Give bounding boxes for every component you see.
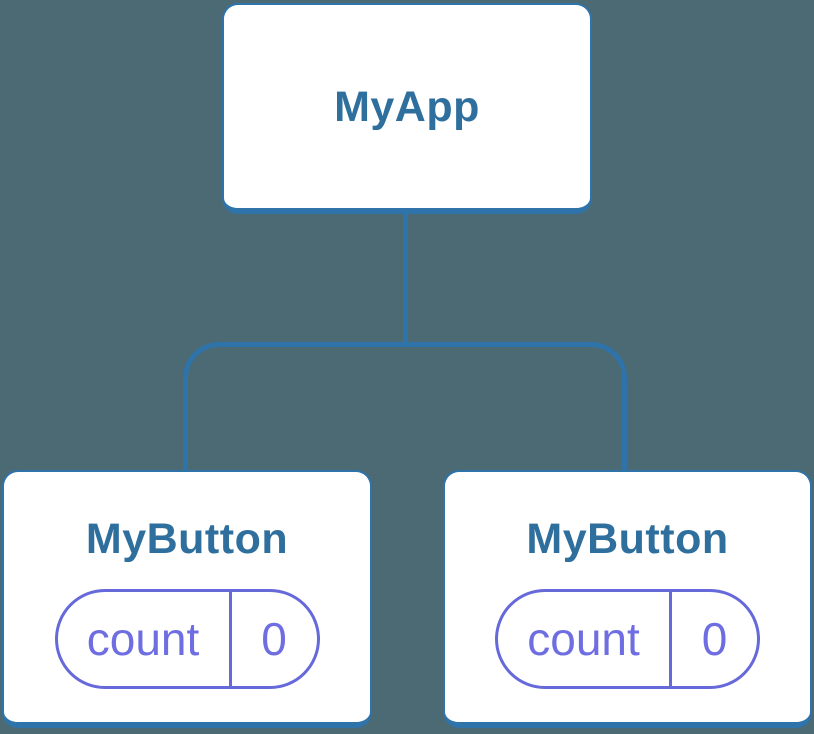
connector-bracket <box>183 342 627 470</box>
state-value: 0 <box>228 592 317 686</box>
node-label: MyButton <box>526 515 729 563</box>
state-key-label: count <box>527 613 640 665</box>
tree-node-mybutton-right: MyButton count 0 <box>443 470 812 728</box>
tree-node-myapp: MyApp <box>222 3 592 214</box>
node-label: MyApp <box>334 82 480 131</box>
state-pill: count 0 <box>495 589 760 689</box>
state-value: 0 <box>669 592 757 686</box>
connector-stem <box>403 211 408 343</box>
state-key-label: count <box>86 613 200 665</box>
node-label: MyButton <box>85 515 289 563</box>
state-pill: count 0 <box>54 589 320 689</box>
tree-node-mybutton-left: MyButton count 0 <box>2 470 372 728</box>
